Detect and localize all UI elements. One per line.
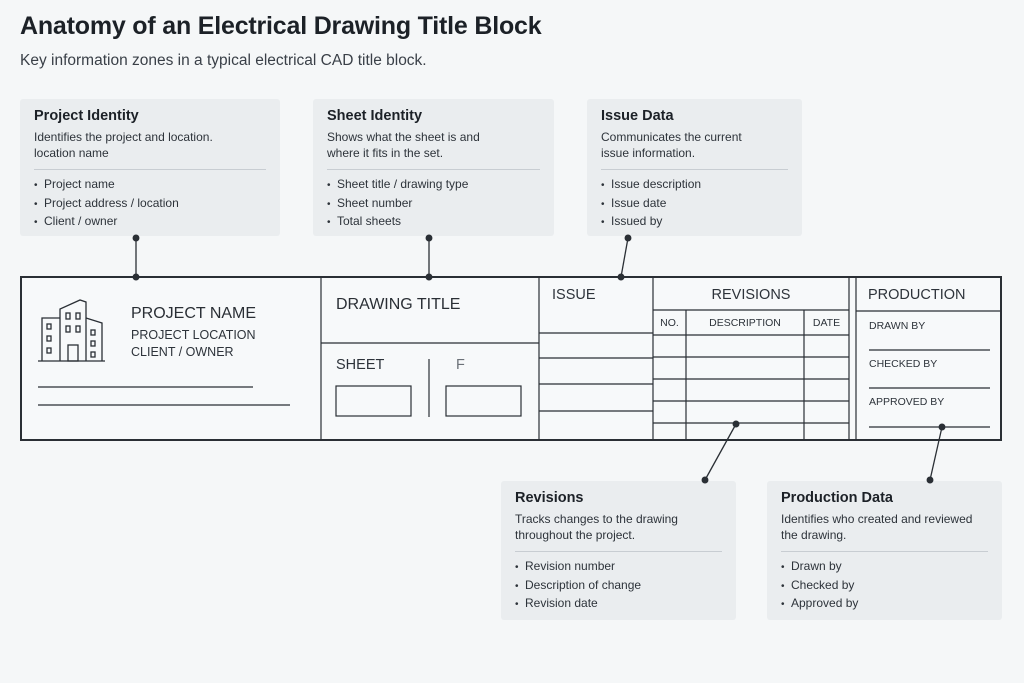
client-owner: CLIENT / OWNER — [131, 345, 234, 359]
leader-revisions — [704, 423, 737, 481]
checked-by-label: CHECKED BY — [869, 358, 938, 370]
card-description: Communicates the current issue informati… — [601, 130, 788, 161]
leader-dot — [732, 420, 740, 428]
desc-line: Shows what the sheet is and — [327, 130, 480, 144]
desc-line: throughout the project. — [515, 527, 636, 542]
rev-col-date: DATE — [812, 317, 841, 329]
list-item: Total sheets — [327, 213, 540, 232]
sheet-box-number — [335, 385, 412, 417]
sheet-label: SHEET — [336, 357, 385, 373]
leader-dot — [624, 234, 632, 242]
desc-line: where it fits in the set. — [327, 145, 444, 160]
list-item: Sheet number — [327, 195, 540, 214]
list-item: Sheet title / drawing type — [327, 176, 540, 195]
card-list: Revision number Description of change Re… — [515, 558, 722, 614]
list-item: Approved by — [781, 595, 988, 614]
card-project-identity: Project Identity Identifies the project … — [20, 99, 280, 236]
divider — [515, 551, 722, 552]
desc-line: the drawing. — [781, 527, 847, 542]
card-list: Issue description Issue date Issued by — [601, 176, 788, 232]
list-item: Client / owner — [34, 213, 266, 232]
leader-dot — [425, 273, 433, 281]
card-sheet-identity: Sheet Identity Shows what the sheet is a… — [313, 99, 554, 236]
approved-by-label: APPROVED BY — [869, 396, 945, 408]
list-item: Project name — [34, 176, 266, 195]
list-item: Issue date — [601, 195, 788, 214]
drawn-by-label: DRAWN BY — [869, 320, 926, 332]
leader-dot — [132, 234, 140, 242]
card-title: Revisions — [515, 490, 584, 506]
project-location: PROJECT LOCATION — [131, 328, 256, 342]
building-icon — [38, 299, 105, 362]
divider — [34, 169, 266, 170]
list-item: Description of change — [515, 577, 722, 596]
page-title: Anatomy of an Electrical Drawing Title B… — [20, 12, 542, 40]
divider — [327, 169, 540, 170]
card-title: Project Identity — [34, 108, 139, 124]
card-list: Drawn by Checked by Approved by — [781, 558, 988, 614]
of-label: F — [456, 357, 465, 373]
list-item: Issued by — [601, 213, 788, 232]
desc-line: Identifies the project and location. — [34, 130, 213, 144]
card-description: Identifies the project and location. loc… — [34, 130, 266, 161]
divider — [601, 169, 788, 170]
card-description: Identifies who created and reviewed the … — [781, 512, 988, 543]
card-list: Project name Project address / location … — [34, 176, 266, 232]
card-description: Shows what the sheet is and where it fit… — [327, 130, 540, 161]
rev-col-description: DESCRIPTION — [709, 317, 781, 329]
card-issue-data: Issue Data Communicates the current issu… — [587, 99, 802, 236]
card-revisions: Revisions Tracks changes to the drawing … — [501, 481, 736, 620]
rev-col-no: NO. — [660, 317, 679, 329]
leader-dot — [425, 234, 433, 242]
leader-dot — [132, 273, 140, 281]
divider — [781, 551, 988, 552]
list-item: Drawn by — [781, 558, 988, 577]
card-title: Issue Data — [601, 108, 674, 124]
desc-line: Tracks changes to the drawing — [515, 512, 678, 526]
list-item: Issue description — [601, 176, 788, 195]
list-item: Project address / location — [34, 195, 266, 214]
card-title: Sheet Identity — [327, 108, 423, 124]
leader-dot — [938, 423, 946, 431]
card-description: Tracks changes to the drawing throughout… — [515, 512, 722, 543]
desc-line: location name — [34, 145, 109, 160]
card-list: Sheet title / drawing type Sheet number … — [327, 176, 540, 232]
production-label: PRODUCTION — [868, 287, 966, 303]
list-item: Checked by — [781, 577, 988, 596]
issue-label: ISSUE — [552, 287, 596, 303]
card-production-data: Production Data Identifies who created a… — [767, 481, 1002, 620]
leader-dot — [926, 476, 934, 484]
leader-issue — [620, 237, 629, 278]
card-title: Production Data — [781, 490, 893, 506]
title-block — [20, 276, 1002, 441]
project-name: PROJECT NAME — [131, 305, 257, 322]
list-item: Revision number — [515, 558, 722, 577]
drawing-title: DRAWING TITLE — [336, 296, 461, 313]
revisions-label: REVISIONS — [711, 287, 791, 303]
sheet-box-total — [445, 385, 522, 417]
desc-line: Identifies who created and reviewed — [781, 512, 973, 526]
leader-production — [929, 426, 943, 481]
desc-line: Communicates the current — [601, 130, 742, 144]
desc-line: issue information. — [601, 145, 696, 160]
leader-dot — [701, 476, 709, 484]
list-item: Revision date — [515, 595, 722, 614]
page-subtitle: Key information zones in a typical elect… — [20, 52, 427, 69]
leader-dot — [617, 273, 625, 281]
